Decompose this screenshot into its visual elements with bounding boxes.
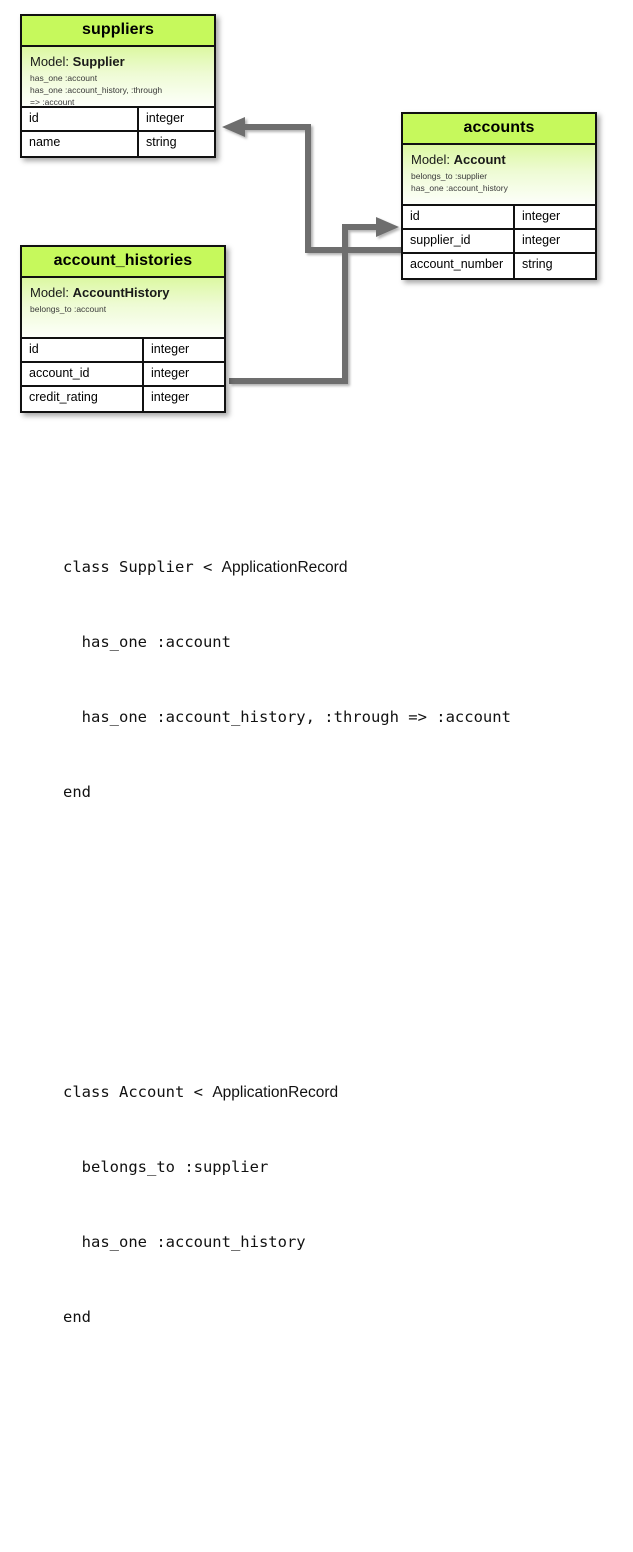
code-spacer — [63, 930, 623, 955]
column-type: integer — [151, 366, 190, 380]
er-association-0: has_one :account — [30, 73, 98, 83]
er-diagram: suppliers Model: Supplier has_one :accou… — [0, 0, 633, 430]
code-line: end — [63, 1305, 623, 1330]
er-association-1: has_one :account_history — [411, 183, 508, 194]
code-line: class Supplier < ApplicationRecord — [63, 555, 623, 580]
er-table-title-account-histories: account_histories — [22, 247, 224, 278]
code-text: belongs_to :supplier — [63, 1158, 269, 1176]
er-table-suppliers[interactable]: suppliers Model: Supplier has_one :accou… — [20, 14, 216, 158]
column-name: id — [403, 206, 515, 228]
code-line: has_one :account_history — [63, 1230, 623, 1255]
column-type: integer — [146, 111, 185, 125]
code-line: belongs_to :supplier — [63, 1155, 623, 1180]
ruby-code-listing: class Supplier < ApplicationRecord has_o… — [63, 430, 623, 1552]
table-row: account_id integer — [22, 363, 224, 387]
code-line: end — [63, 780, 623, 805]
table-row: name string — [22, 132, 214, 156]
er-model-box-suppliers: Model: Supplier has_one :account has_one… — [22, 47, 214, 108]
model-name: AccountHistory — [72, 285, 170, 300]
code-classname: ApplicationRecord — [221, 559, 348, 576]
column-name: credit_rating — [22, 387, 144, 411]
er-table-account-histories[interactable]: account_histories Model: AccountHistory … — [20, 245, 226, 413]
model-name: Account — [453, 152, 506, 167]
er-table-title-accounts: accounts — [403, 114, 595, 145]
er-association-1: has_one :account_history, :through — [30, 85, 163, 96]
column-name: id — [22, 108, 139, 130]
code-line: has_one :account — [63, 630, 623, 655]
arrowhead-left — [222, 117, 245, 137]
code-text: has_one :account_history — [63, 1233, 306, 1251]
er-association-2: => :account — [30, 97, 75, 108]
code-block-account: class Account < ApplicationRecord belong… — [63, 1030, 623, 1380]
er-association-0: belongs_to :supplier — [411, 171, 488, 181]
code-text: has_one :account — [63, 633, 231, 651]
model-name: Supplier — [72, 54, 125, 69]
code-text: end — [63, 783, 91, 801]
er-association-0: belongs_to :account — [30, 304, 107, 314]
column-type: string — [146, 135, 177, 149]
relation-account-histories-to-accounts — [229, 224, 387, 384]
code-spacer — [63, 1455, 623, 1480]
column-name: name — [22, 132, 139, 156]
column-name: account_number — [403, 254, 515, 278]
model-label: Model: — [30, 285, 70, 300]
column-type: integer — [522, 209, 561, 223]
table-row: id integer — [403, 206, 595, 230]
column-name: supplier_id — [403, 230, 515, 252]
column-type: string — [522, 257, 553, 271]
column-type: integer — [151, 342, 190, 356]
table-row: id integer — [22, 339, 224, 363]
er-model-title-account-histories: Model: AccountHistory — [30, 285, 216, 300]
column-type: integer — [522, 233, 561, 247]
relation-accounts-to-suppliers — [239, 124, 401, 253]
er-model-box-accounts: Model: Account belongs_to :supplier has_… — [403, 145, 595, 206]
model-label: Model: — [411, 152, 451, 167]
er-model-box-account-histories: Model: AccountHistory belongs_to :accoun… — [22, 278, 224, 339]
er-model-title-suppliers: Model: Supplier — [30, 54, 206, 69]
model-label: Model: — [30, 54, 70, 69]
code-text: has_one :account_history, :through => :a… — [63, 708, 511, 726]
code-line: has_one :account_history, :through => :a… — [63, 705, 623, 730]
code-text: class Account < — [63, 1083, 213, 1101]
table-row: account_number string — [403, 254, 595, 278]
code-text: class Supplier < — [63, 558, 222, 576]
er-table-accounts[interactable]: accounts Model: Account belongs_to :supp… — [401, 112, 597, 280]
code-classname: ApplicationRecord — [212, 1084, 339, 1101]
code-text: end — [63, 1308, 91, 1326]
arrowhead-right — [376, 217, 399, 237]
column-name: id — [22, 339, 144, 361]
column-type: integer — [151, 390, 190, 404]
table-row: id integer — [22, 108, 214, 132]
column-name: account_id — [22, 363, 144, 385]
er-table-title-suppliers: suppliers — [22, 16, 214, 47]
table-row: supplier_id integer — [403, 230, 595, 254]
er-model-title-accounts: Model: Account — [411, 152, 587, 167]
table-row: credit_rating integer — [22, 387, 224, 411]
code-block-supplier: class Supplier < ApplicationRecord has_o… — [63, 505, 623, 855]
code-line: class Account < ApplicationRecord — [63, 1080, 623, 1105]
